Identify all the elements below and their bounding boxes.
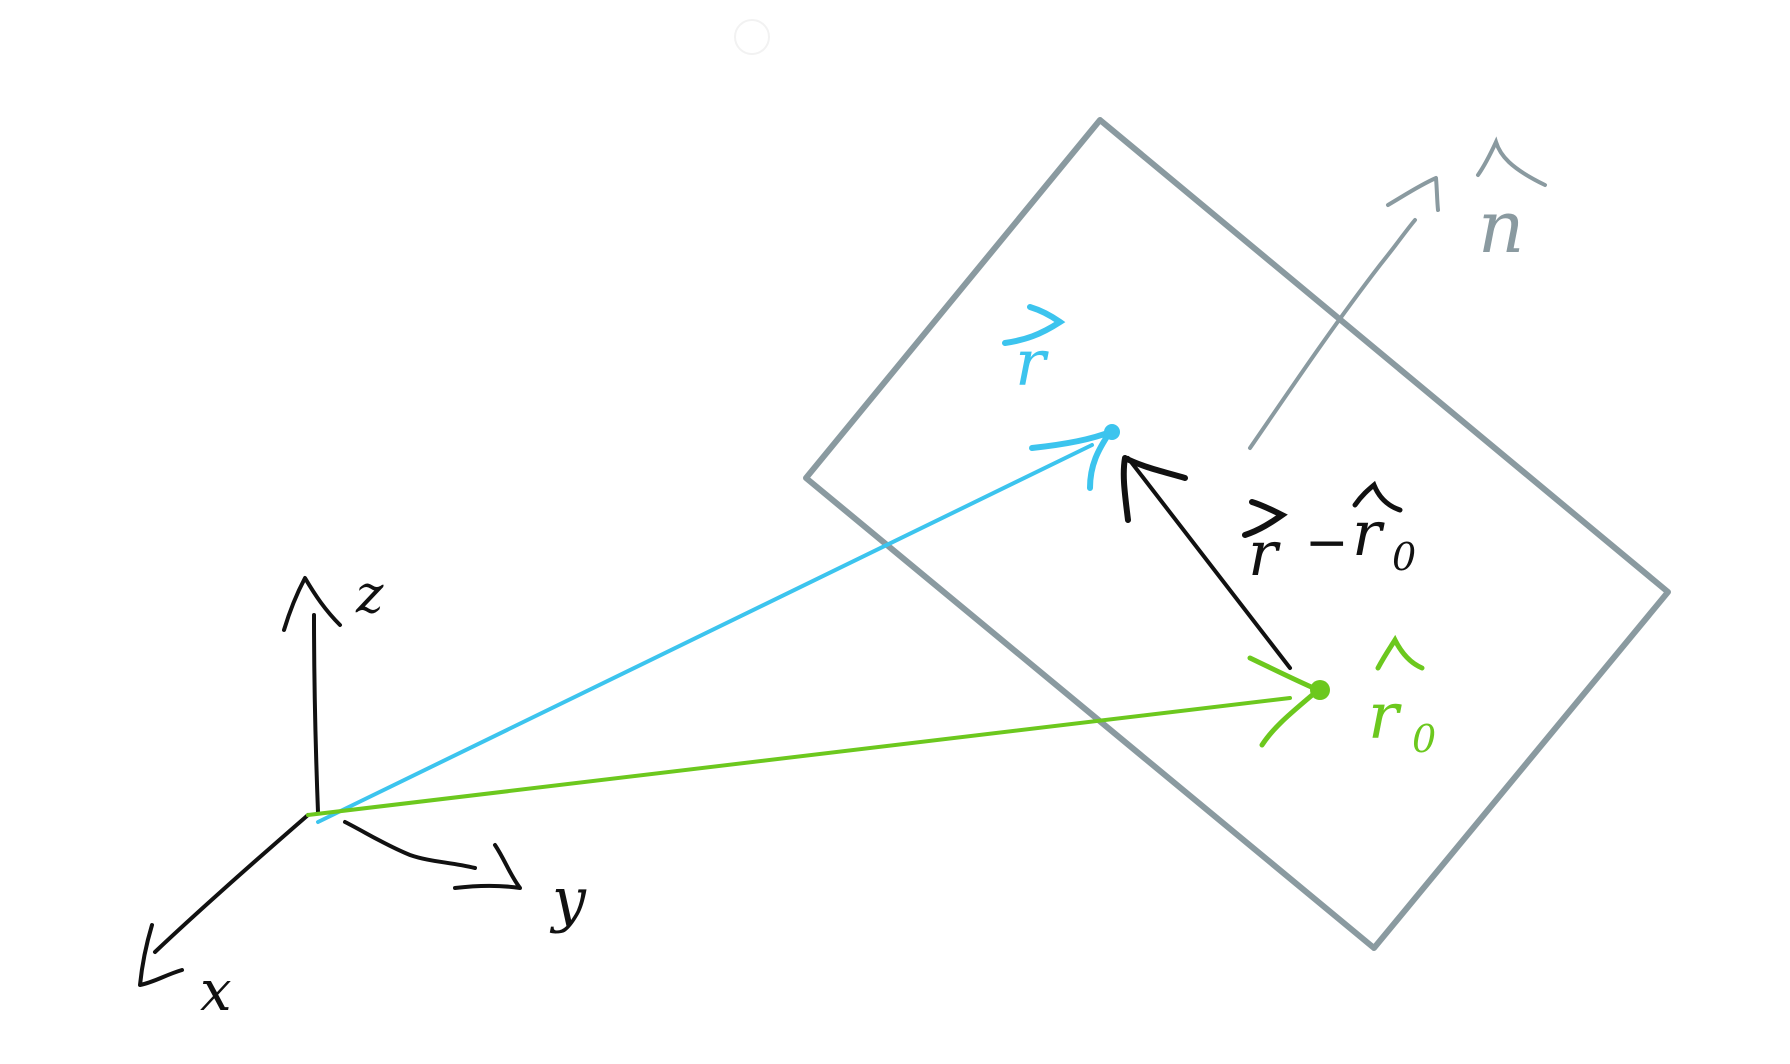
normal-label-hat bbox=[1476, 136, 1547, 187]
difference-label: r − r 0 bbox=[1242, 480, 1416, 590]
z-axis-arrowhead bbox=[282, 576, 342, 632]
faint-dot bbox=[734, 19, 770, 55]
r0-label: r 0 bbox=[1368, 634, 1436, 761]
r-vector bbox=[316, 424, 1120, 824]
x-axis-label: x bbox=[200, 959, 232, 1024]
r0-label-text: r bbox=[1368, 680, 1402, 754]
difference-label-r0-hat bbox=[1352, 480, 1403, 513]
z-axis-label: z bbox=[355, 565, 384, 625]
z-axis bbox=[312, 613, 320, 814]
difference-vector bbox=[1120, 455, 1292, 670]
r0-vector bbox=[306, 655, 1330, 817]
r0-label-subscript: 0 bbox=[1412, 717, 1436, 761]
normal-vector bbox=[1248, 176, 1440, 450]
difference-label-r0: r bbox=[1352, 497, 1385, 570]
y-axis-label: y bbox=[549, 865, 587, 935]
normal-label-text: n bbox=[1478, 185, 1524, 269]
x-axis-arrowhead bbox=[138, 923, 184, 987]
axis-labels: z y x bbox=[200, 565, 587, 1024]
x-axis bbox=[153, 813, 310, 954]
y-axis bbox=[343, 820, 477, 870]
difference-vector-shaft bbox=[1126, 456, 1292, 670]
normal-label: n bbox=[1476, 136, 1547, 269]
difference-vector-arrowhead bbox=[1120, 455, 1188, 523]
r0-vector-shaft bbox=[306, 696, 1292, 817]
r-vector-arrowhead bbox=[1029, 429, 1113, 491]
normal-vector-arrowhead bbox=[1386, 176, 1440, 212]
y-axis-arrowhead bbox=[453, 843, 522, 890]
r-label-hat bbox=[1002, 304, 1066, 346]
difference-label-subscript: 0 bbox=[1392, 535, 1416, 579]
normal-vector-shaft bbox=[1248, 218, 1417, 450]
coordinate-axes bbox=[138, 576, 522, 987]
r-vector-shaft bbox=[316, 443, 1094, 824]
r-point bbox=[1104, 424, 1120, 440]
difference-label-minus: − bbox=[1305, 513, 1349, 573]
difference-label-r-hat bbox=[1242, 499, 1288, 538]
plane bbox=[803, 117, 1671, 951]
plane-outline bbox=[803, 117, 1671, 951]
r0-label-hat bbox=[1375, 634, 1425, 671]
r0-point bbox=[1310, 680, 1330, 700]
r-label: r bbox=[1002, 304, 1066, 401]
